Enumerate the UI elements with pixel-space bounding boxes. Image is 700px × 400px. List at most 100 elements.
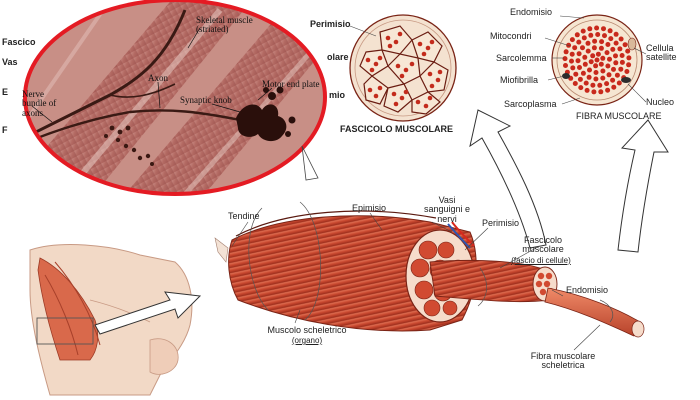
myofibril-dot [580, 28, 586, 34]
myofibril-dot [590, 53, 596, 59]
myofibril-dot [595, 32, 601, 37]
fascicle-fibre-dots [365, 31, 443, 109]
myofibril-dots [562, 25, 632, 95]
myofibril-dot [624, 69, 630, 74]
myofibril-dot [580, 45, 585, 51]
myofibril-dot [585, 40, 591, 46]
label-perimisio-fragment: mio [329, 90, 346, 100]
myofibril-dot [593, 76, 599, 82]
myofibril-dot [618, 66, 624, 72]
myofibril-dot [578, 85, 584, 91]
myofibril-dot [611, 84, 617, 90]
myofibril-dot [574, 32, 580, 38]
myofibril-dot [576, 51, 582, 57]
myofibril-dot [597, 82, 603, 88]
arrow-to-fibra [617, 119, 669, 253]
myofibril-dot [576, 39, 582, 45]
synaptic-dots [104, 125, 154, 166]
label-muscolo-scheletrico: Muscolo scheletrico [267, 325, 347, 335]
myofibril-dot [613, 60, 619, 66]
label-axon: Axon [148, 73, 168, 83]
myofibril-dot [602, 33, 607, 39]
label-fascicolo-fragment: olare [327, 52, 349, 62]
myofibril-dot [605, 63, 611, 69]
myofibril-dot [582, 54, 588, 60]
myofibril-dot [573, 71, 579, 77]
arm-zoom-box [36, 317, 94, 345]
label-muscolo-sub: (organo) [291, 336, 323, 345]
myofibril-dot [600, 75, 606, 81]
myofibril-dot [626, 62, 632, 68]
label-epimisio: Epimisio [352, 203, 387, 213]
myofibril-dot [599, 39, 605, 45]
myofibril-dot [577, 76, 583, 82]
myofibril-dot [626, 55, 632, 61]
label-nerve-bundle: Nerve bundle of axons [22, 89, 57, 118]
label-perimisio: Perimisio [482, 218, 520, 228]
myofibril-dot [617, 46, 623, 52]
myofibril-dot [584, 87, 590, 93]
skeletal-muscle-organ [214, 201, 645, 338]
myofibril-dot [590, 82, 596, 88]
label-epimisio-partial: E [2, 87, 9, 97]
myofibril-dot [591, 89, 597, 95]
myofibril-dot [586, 74, 592, 80]
myofibril-dot [606, 72, 612, 78]
myofibril-dot [595, 51, 601, 57]
myofibril-dot [601, 26, 606, 32]
myofibril-dot [613, 31, 619, 37]
myofibril-dot [593, 63, 599, 69]
label-fascicolo-partial: Fascico [2, 37, 36, 47]
myofibril-dot [581, 35, 587, 41]
myofibril-dot [613, 53, 618, 59]
perimisio-leader [349, 25, 377, 37]
myofibril-dot [570, 65, 576, 71]
label-nucleo: Nucleo [646, 97, 675, 107]
myofibril-dot [614, 72, 620, 78]
myofibril-dot [605, 42, 611, 47]
myofibril-dot [613, 40, 619, 46]
label-fibra-muscolare: Fibra muscolare scheletrica [530, 351, 596, 371]
myofibril-dot [608, 36, 614, 42]
label-sarcoplasma: Sarcoplasma [504, 99, 557, 109]
myofibril-dot [585, 48, 591, 54]
myofibril-dot [600, 68, 606, 74]
micrograph-leader-lines [31, 27, 273, 123]
caption-fascicolo-muscolare: FASCICOLO MUSCOLARE [340, 124, 454, 134]
myofibril-dot [588, 32, 594, 38]
myofibril-dot [607, 28, 613, 34]
label-cellula-satellite: Cellula satellite [646, 43, 677, 63]
myofibril-dot [587, 26, 593, 32]
myofibril-dot [611, 66, 616, 72]
label-sarcolemma: Sarcolemma [496, 53, 547, 63]
myofibril-dot [562, 56, 568, 62]
myofibril-dot [583, 80, 589, 86]
label-vasi-sanguigni: Vasi sanguigni e nervi [423, 195, 471, 224]
myofibril-dot [593, 70, 599, 75]
myofibril-dot [625, 48, 631, 54]
myofibril-dot [598, 45, 604, 51]
myofibril-dot [598, 89, 604, 95]
myofibril-dot [563, 63, 568, 68]
myofibril-dot [577, 65, 582, 70]
fascicolo-cross-section [349, 14, 457, 122]
myofibril-dot [591, 45, 597, 51]
myofibril-dot [604, 50, 610, 56]
label-skeletal-muscle: Skeletal muscle (striated) [196, 15, 253, 35]
muscle-leader-lines [231, 212, 601, 351]
label-endomisio: Endomisio [566, 285, 609, 295]
myofibril-dot [582, 61, 588, 67]
myofibril-dot [572, 81, 578, 86]
myofibril-dot [619, 59, 625, 65]
label-miofibrilla: Miofibrilla [500, 75, 539, 85]
label-endomisio-top: Endomisio [510, 7, 553, 17]
myofibril-dot [616, 80, 622, 86]
myofibril-dot [569, 37, 575, 43]
myofibril-dot [598, 61, 604, 67]
myofibril-dot [600, 55, 606, 61]
myofibril-dot [619, 53, 625, 58]
label-perimisio-top: Perimisio [310, 19, 351, 29]
fascicle-extruded [429, 259, 549, 303]
myofibril-dot [575, 58, 581, 64]
